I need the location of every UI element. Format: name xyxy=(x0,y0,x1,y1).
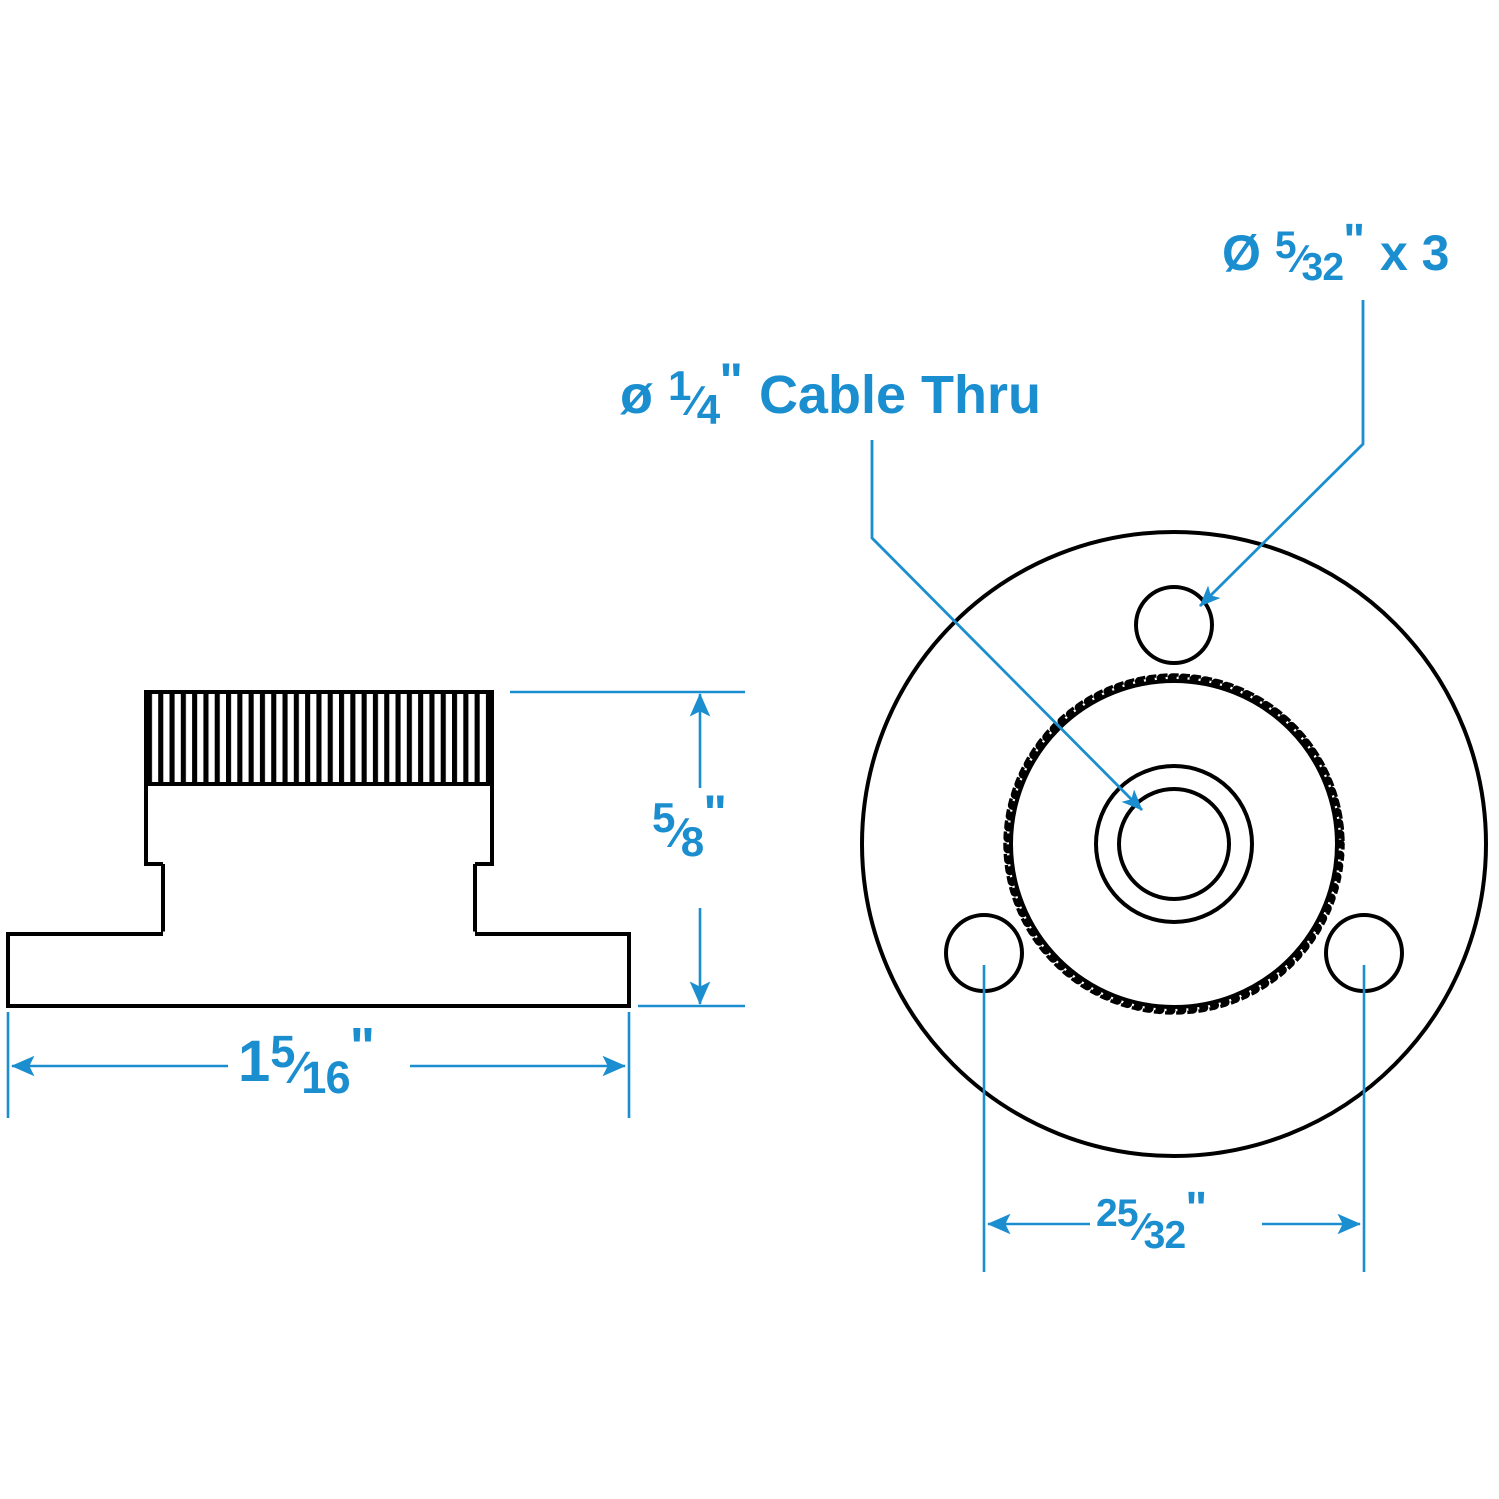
whole-number-width: 1 xyxy=(238,1029,271,1094)
fraction-slash: ⁄ xyxy=(1137,1205,1144,1249)
label-bolt-circle-dimension: 25⁄32" xyxy=(1096,1185,1208,1255)
outer-flange-circle xyxy=(860,530,1488,1158)
fraction-denominator: 4 xyxy=(696,385,720,433)
inch-mark-holes: " xyxy=(1343,214,1367,267)
knurled-ring xyxy=(1003,673,1345,1015)
fraction-numerator: 5 xyxy=(1274,224,1297,268)
label-cable-thru: ø 1⁄4" Cable Thru xyxy=(620,356,1041,431)
fraction-denominator: 32 xyxy=(1301,246,1344,290)
diameter-symbol-cable: ø xyxy=(620,365,653,425)
diameter-symbol-holes: Ø xyxy=(1222,225,1261,281)
fraction-denominator: 8 xyxy=(680,817,704,865)
cable-bore-outer-circle xyxy=(1094,764,1254,924)
fraction-slash: ⁄ xyxy=(1295,237,1302,281)
label-base-width-dimension: 15⁄16" xyxy=(238,1021,376,1100)
fraction-denominator: 16 xyxy=(301,1051,350,1103)
label-holes-suffix: x 3 xyxy=(1379,225,1450,281)
mounting-hole-top xyxy=(1134,585,1214,665)
fraction-denominator: 32 xyxy=(1143,1214,1187,1258)
label-mounting-holes: Ø 5⁄32" x 3 xyxy=(1222,217,1450,287)
height-dimension xyxy=(510,690,745,1008)
fraction-numerator: 5 xyxy=(652,794,675,842)
neck-stem xyxy=(161,861,477,938)
fraction-width: 5⁄16 xyxy=(270,1029,350,1100)
plan-view xyxy=(860,530,1488,1158)
fraction-slash: ⁄ xyxy=(674,808,682,856)
fraction-mounting-holes: 5⁄32 xyxy=(1275,226,1344,287)
knurled-head xyxy=(144,690,494,786)
inch-mark-bolt: " xyxy=(1185,1182,1209,1235)
side-elevation-view xyxy=(6,690,631,1008)
cable-bore-inner-circle xyxy=(1117,787,1231,901)
collar-body xyxy=(144,782,494,866)
label-cable-suffix: Cable Thru xyxy=(758,365,1041,425)
fraction-numerator: 25 xyxy=(1096,1192,1139,1236)
inch-mark-width: " xyxy=(349,1018,377,1077)
fraction-cable-thru: 1⁄4 xyxy=(668,365,720,431)
fraction-height: 5⁄8 xyxy=(652,797,704,863)
bolt-circle-dimension xyxy=(982,965,1366,1272)
inch-mark-cable: " xyxy=(719,353,744,410)
inch-mark-height: " xyxy=(703,785,728,842)
fraction-slash: ⁄ xyxy=(690,376,698,424)
fraction-slash: ⁄ xyxy=(294,1041,303,1093)
leader-mounting-holes xyxy=(1199,300,1365,607)
base-flange-plate xyxy=(6,931,631,1008)
fraction-numerator: 1 xyxy=(668,362,691,410)
fraction-bolt-circle: 25⁄32 xyxy=(1096,1194,1186,1255)
fraction-numerator: 5 xyxy=(270,1026,295,1078)
width-dimension xyxy=(6,1012,631,1118)
label-height-dimension: 5⁄8" xyxy=(652,788,728,863)
leader-cable-thru xyxy=(870,440,1143,811)
